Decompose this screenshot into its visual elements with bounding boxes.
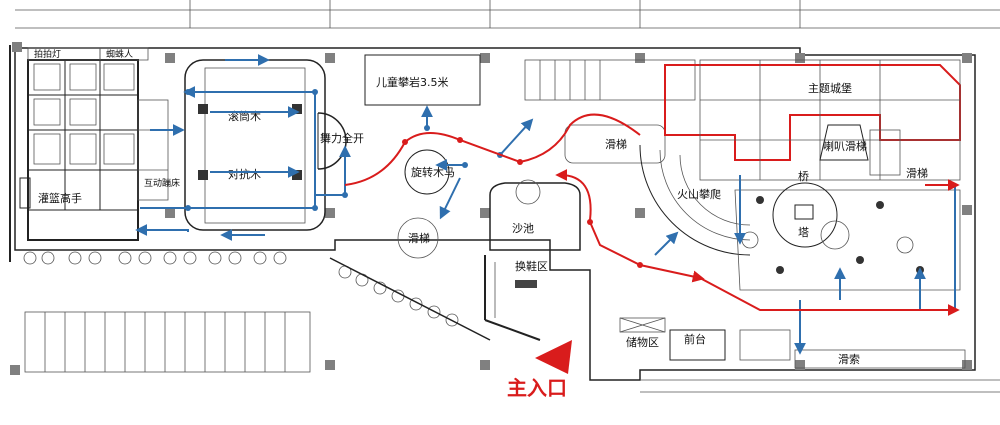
building-outline (9, 45, 976, 381)
label-chuwuqu: 储物区 (626, 335, 659, 349)
carousel (404, 149, 450, 195)
climbing-wall (364, 54, 481, 106)
main-entrance-arrow-icon (535, 340, 572, 374)
label-huati-small: 滑梯 (408, 232, 430, 245)
label-huanxiequ: 换鞋区 (515, 259, 548, 273)
label-zhutichengbao: 主题城堡 (808, 81, 852, 95)
structural-columns (10, 42, 972, 375)
label-zhishuren: 蜘蛛人 (106, 48, 133, 60)
label-huasuo: 滑索 (838, 352, 860, 366)
top-exterior-band (15, 0, 1000, 29)
label-huati-center: 滑梯 (605, 138, 627, 151)
storage-reception (619, 317, 791, 361)
bench-circles (23, 251, 459, 327)
left-play-grid (19, 47, 169, 241)
sand-pit (489, 179, 581, 251)
label-qiantai: 前台 (684, 332, 706, 346)
label-guandagaoshou: 灌篮高手 (38, 191, 82, 205)
theme-castle (664, 59, 961, 181)
label-wulichuankai: 舞力全开 (320, 131, 364, 145)
stair-slide-block (524, 59, 696, 164)
roller-arena (184, 59, 326, 231)
label-ta: 塔 (798, 226, 809, 239)
exterior-stair-grid (24, 257, 491, 373)
label-laba-huati: 喇叭滑梯 (823, 139, 867, 153)
dance-stage (317, 112, 347, 170)
play-structure (734, 182, 961, 291)
label-shachi: 沙池 (512, 222, 534, 235)
label-zhuruchukou: 主入口 (507, 376, 567, 400)
label-huoshanpanpa: 火山攀爬 (677, 188, 721, 201)
red-flow-nodes (402, 137, 643, 268)
label-qiao: 桥 (798, 170, 809, 183)
zipline-track (794, 349, 966, 369)
label-huati-right: 滑梯 (906, 167, 928, 180)
blue-flow-nodes (185, 89, 503, 211)
label-hudongbengchuang: 互动蹦床 (144, 177, 180, 189)
small-slide (397, 217, 439, 259)
shoe-change-area (484, 255, 541, 341)
label-ertongpanyan: 儿童攀岩3.5米 (376, 75, 449, 89)
label-paipaideng: 拍拍灯 (34, 48, 61, 60)
label-duikangmu: 对抗木 (228, 167, 261, 181)
blue-circulation-flow (135, 54, 956, 355)
label-xuanzhuanmuma: 旋转木马 (411, 165, 455, 179)
bottom-exterior (640, 379, 1000, 393)
